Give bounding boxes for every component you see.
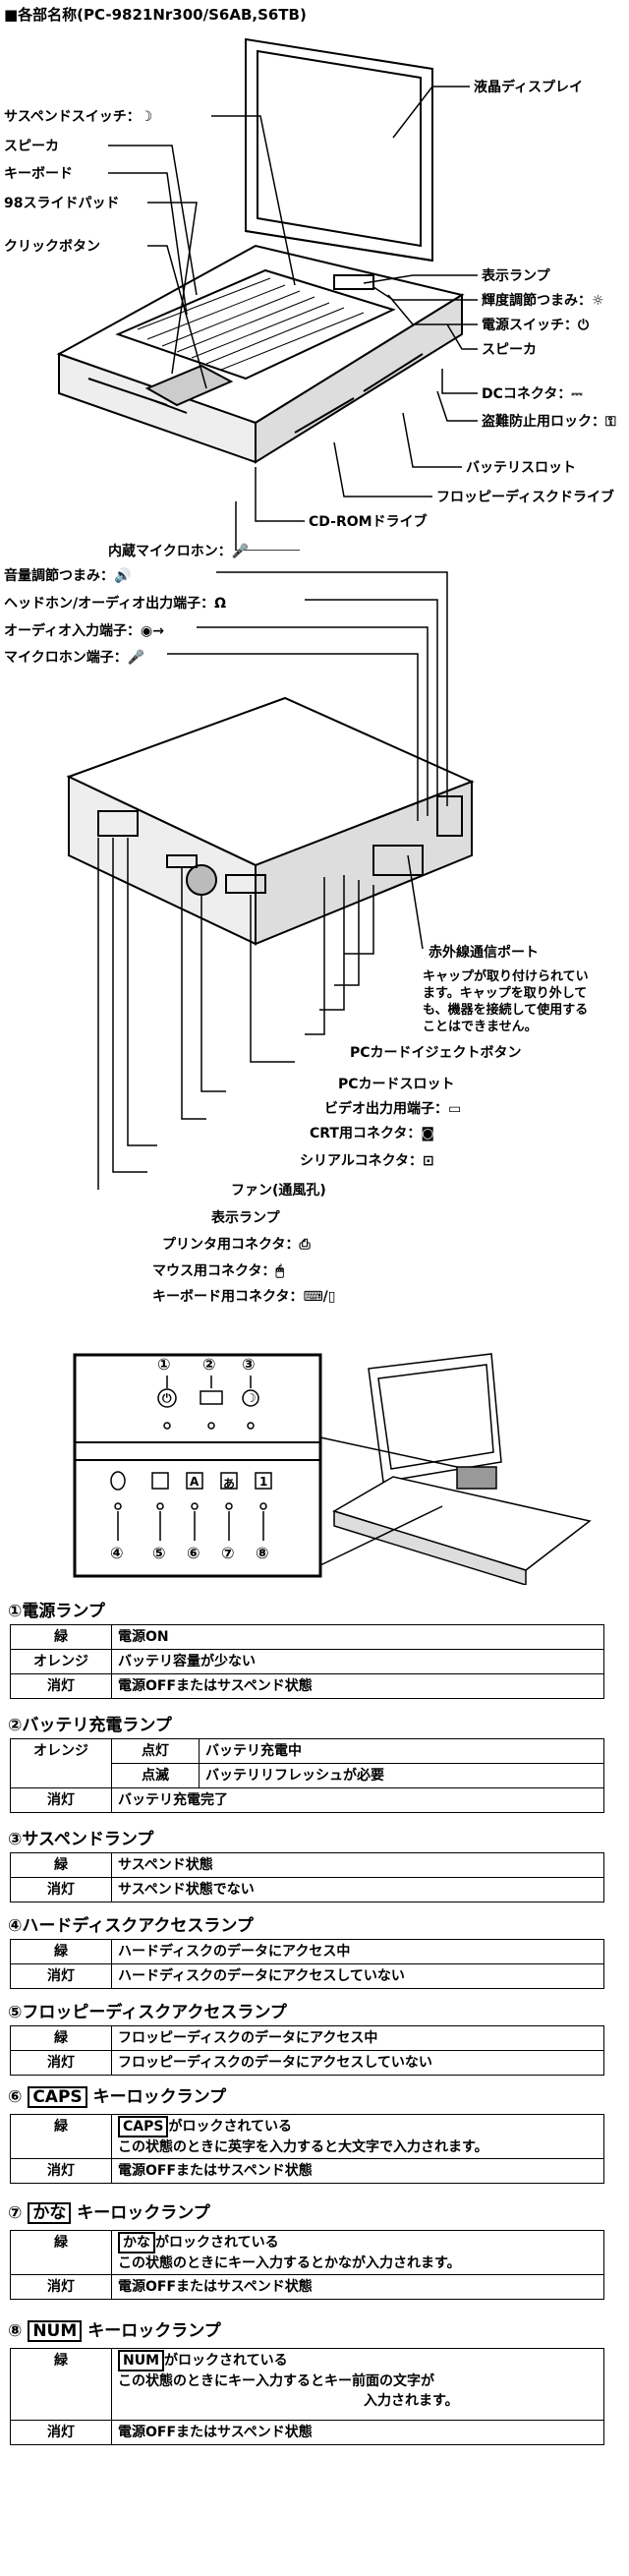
label-fan: ファン(通風孔) (231, 1183, 326, 1199)
table-row: 消灯電源OFFまたはサスペンド状態 (10, 2158, 604, 2184)
label-headphone-jack: ヘッドホン/オーディオ出力端子：Ω (4, 596, 227, 612)
table-row: 消灯電源OFFまたはサスペンド状態 (10, 1673, 604, 1699)
label-speaker-left: スピーカ (4, 139, 59, 154)
table-row: オレンジバッテリ容量が少ない (10, 1649, 604, 1674)
label-speaker-right: スピーカ (482, 342, 537, 358)
battery-lamp-table: オレンジ 点灯 バッテリ充電中 点滅 バッテリリフレッシュが必要 消灯 バッテリ… (10, 1738, 604, 1813)
caps-icon: A (190, 1475, 200, 1489)
label-serial: シリアルコネクタ：⊡ (300, 1153, 434, 1169)
label-cdrom: CD-ROMドライブ (309, 514, 428, 530)
table-row: 点滅 バッテリリフレッシュが必要 (11, 1763, 604, 1788)
kana-lamp-table: 緑 かながロックされている この状態のときにキー入力するとかなが入力されます。 … (10, 2230, 604, 2300)
label-suspend-switch: サスペンドスイッチ：☽ (4, 109, 153, 125)
label-security-lock: 盗難防止用ロック：⚿ (482, 414, 616, 430)
table-row: オレンジ 点灯 バッテリ充電中 (10, 1738, 604, 1788)
label-audio-in: オーディオ入力端子：◉→ (4, 623, 164, 639)
table-row: 消灯サスペンド状態でない (10, 1877, 604, 1903)
label-crt: CRT用コネクタ：◙ (310, 1126, 435, 1142)
laptop-rear-illustration (66, 571, 475, 1190)
label-volume: 音量調節つまみ：🔊 (4, 568, 132, 584)
table-row: 緑サスペンド状態 (10, 1852, 604, 1878)
lamp-num-5: ⑤ (152, 1544, 166, 1562)
kana-icon: あ (223, 1477, 236, 1491)
lamp-num-3: ③ (242, 1355, 256, 1374)
num-icon: 1 (259, 1475, 268, 1489)
lamp-num-6: ⑥ (187, 1544, 200, 1562)
label-rear-lamps: 表示ランプ (211, 1210, 280, 1226)
power-icon: ⏻ (162, 1391, 172, 1405)
table-row: 緑 かながロックされている この状態のときにキー入力するとかなが入力されます。 (10, 2230, 604, 2275)
label-ir-port: 赤外線通信ポート (429, 945, 539, 961)
lamp-num-1: ① (157, 1355, 171, 1374)
table-row: 消灯電源OFFまたはサスペンド状態 (10, 2274, 604, 2300)
table-row: 消灯ハードディスクのデータにアクセスしていない (10, 1963, 604, 1989)
table-row: 緑ハードディスクのデータにアクセス中 (10, 1939, 604, 1964)
table-row: 緑フロッピーディスクのデータにアクセス中 (10, 2025, 604, 2051)
section-fdd-lamp-heading: ⑤フロッピーディスクアクセスランプ (8, 2003, 287, 2022)
section-suspend-lamp-heading: ③サスペンドランプ (8, 1830, 154, 1849)
label-lamps: 表示ランプ (482, 268, 550, 284)
lamp-num-8: ⑧ (256, 1544, 269, 1562)
label-printer: プリンタ用コネクタ：⎙ (162, 1237, 311, 1253)
label-mic-jack: マイクロホン端子：🎤 (4, 650, 145, 666)
label-keyboard: キーボード (4, 166, 73, 182)
table-row: 消灯フロッピーディスクのデータにアクセスしていない (10, 2050, 604, 2076)
table-row: 消灯 バッテリ充電完了 (10, 1787, 604, 1813)
lamp-panel-illustration (73, 1353, 592, 1585)
label-pc-slot: PCカードスロット (338, 1077, 455, 1092)
label-power-switch: 電源スイッチ：⏻ (482, 318, 590, 333)
fdd-lamp-table: 緑フロッピーディスクのデータにアクセス中 消灯フロッピーディスクのデータにアクセ… (10, 2025, 604, 2076)
label-fdd: フロッピーディスクドライブ (436, 490, 615, 505)
lamp-num-2: ② (202, 1355, 216, 1374)
label-click-button: クリックボタン (4, 239, 100, 255)
label-brightness: 輝度調節つまみ：☼ (482, 293, 604, 309)
page-title: ■各部名称(PC-9821Nr300/S6AB,S6TB) (4, 6, 307, 24)
table-row: 緑電源ON (10, 1624, 604, 1650)
suspend-lamp-table: 緑サスペンド状態 消灯サスペンド状態でない (10, 1852, 604, 1903)
power-lamp-table: 緑電源ON オレンジバッテリ容量が少ない 消灯電源OFFまたはサスペンド状態 (10, 1624, 604, 1699)
label-video-out: ビデオ出力用端子：▭ (324, 1101, 462, 1117)
label-kbd-connector: キーボード用コネクタ：⌨/▯ (152, 1289, 336, 1305)
hdd-lamp-table: 緑ハードディスクのデータにアクセス中 消灯ハードディスクのデータにアクセスしてい… (10, 1939, 604, 1989)
label-pc-eject: PCカードイジェクトボタン (350, 1045, 522, 1061)
section-num-lamp-heading: ⑧ NUM キーロックランプ (8, 2320, 221, 2342)
section-kana-lamp-heading: ⑦ かな キーロックランプ (8, 2202, 210, 2224)
section-caps-lamp-heading: ⑥ CAPS キーロックランプ (8, 2086, 227, 2108)
lamp-num-7: ⑦ (221, 1544, 235, 1562)
laptop-front-illustration (56, 37, 478, 551)
label-mouse: マウス用コネクタ：🖱 (152, 1263, 284, 1279)
lamp-num-4: ④ (110, 1544, 124, 1562)
label-internal-mic: 内蔵マイクロホン：🎤 (108, 544, 250, 559)
table-row: 消灯電源OFFまたはサスペンド状態 (10, 2420, 604, 2445)
section-hdd-lamp-heading: ④ハードディスクアクセスランプ (8, 1916, 254, 1936)
suspend-icon: ☽ (246, 1391, 257, 1405)
section-battery-lamp-heading: ②バッテリ充電ランプ (8, 1716, 172, 1735)
section-power-lamp-heading: ①電源ランプ (8, 1602, 105, 1621)
cap-note: キャップが取り付けられています。キャップを取り外しても、機器を接続して使用するこ… (423, 969, 589, 1034)
label-lcd: 液晶ディスプレイ (474, 80, 584, 95)
label-slide-pad: 98スライドパッド (4, 196, 120, 211)
label-dc-connector: DCコネクタ：⎓ (482, 386, 583, 402)
label-battery-slot: バッテリスロット (466, 460, 576, 476)
